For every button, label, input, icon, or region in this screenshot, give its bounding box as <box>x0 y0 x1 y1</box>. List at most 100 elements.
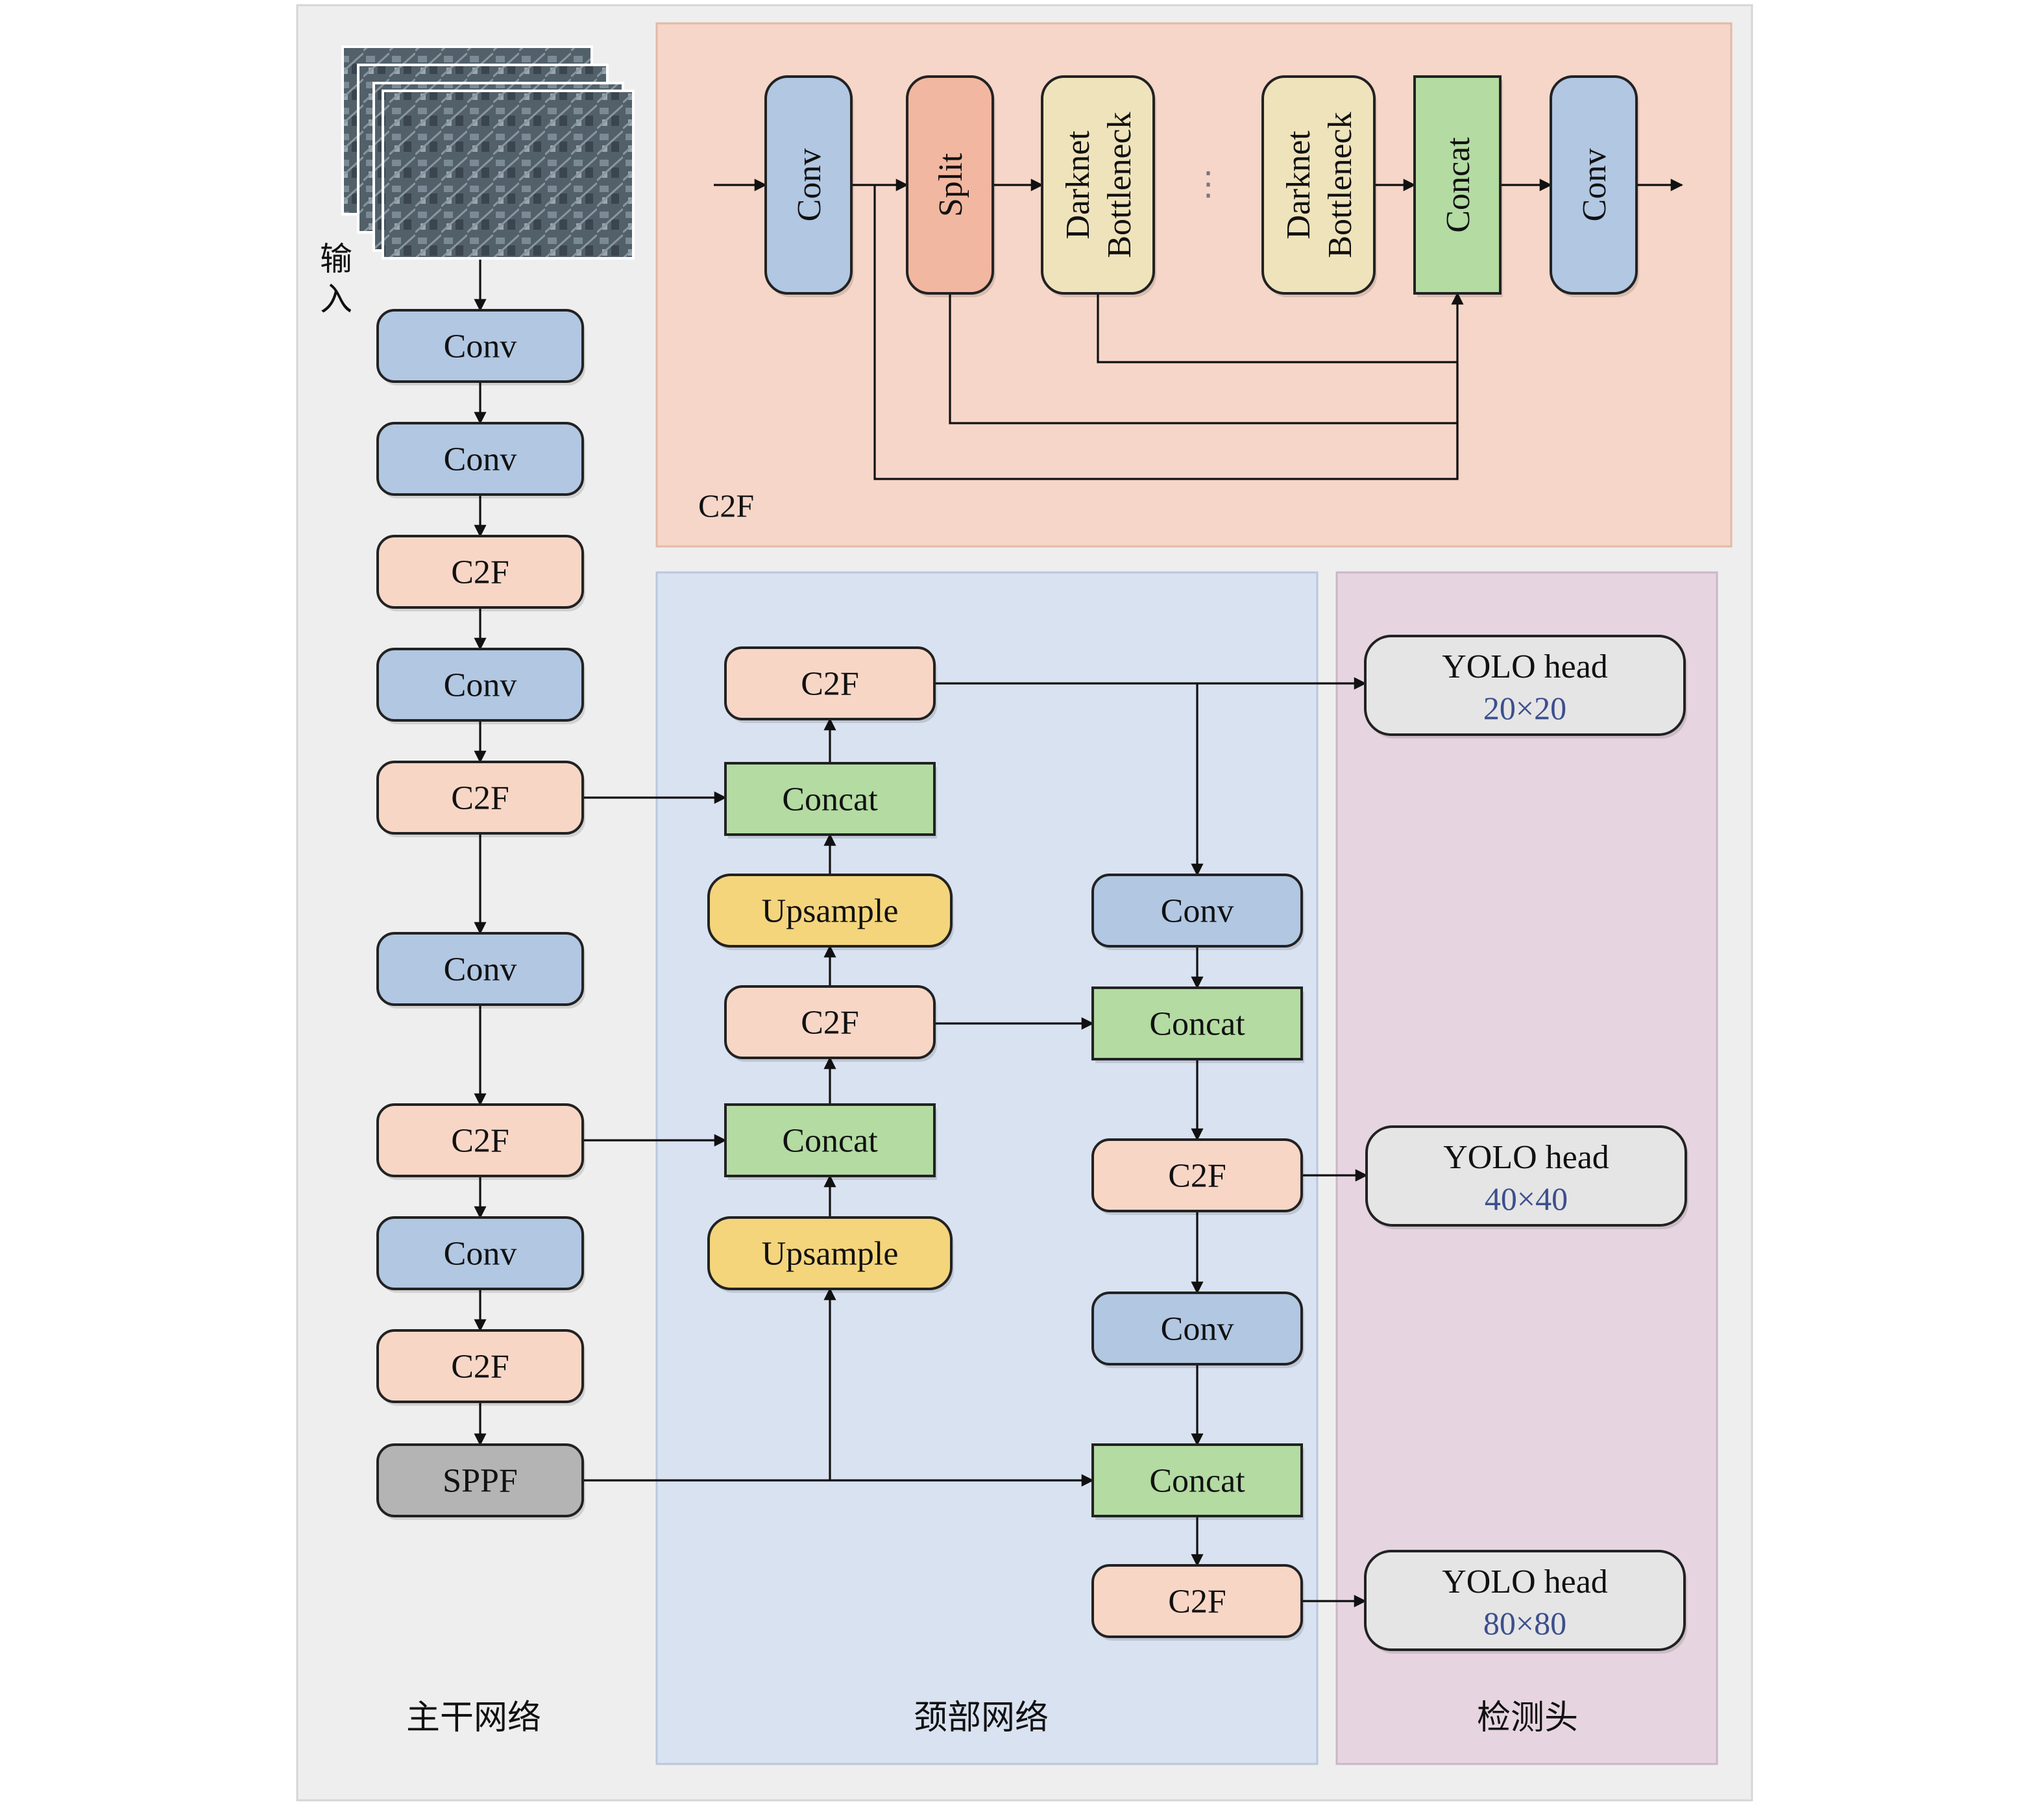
bb-c2f-1: C2F <box>376 535 585 611</box>
nk-concat-4: Concat <box>1091 1443 1304 1520</box>
bb-c2f-4-shape <box>376 1329 584 1403</box>
nk-conv-2-shape <box>1091 1292 1303 1365</box>
bb-conv-5: Conv <box>376 1216 585 1293</box>
head-1: YOLO head 20×20 <box>1364 635 1687 739</box>
nk-c2f-r1-label: C2F <box>1168 1158 1226 1195</box>
nk-c2f-top-shape <box>724 646 936 720</box>
input-image-stack <box>341 45 635 260</box>
nk-conv-1: Conv <box>1091 874 1304 950</box>
bb-conv-1: Conv <box>376 309 585 386</box>
bb-c2f-2: C2F <box>376 761 585 837</box>
nk-c2f-top-label: C2F <box>801 666 859 703</box>
nk-c2f-mid: C2F <box>724 985 937 1062</box>
head-3-size: 80×80 <box>1483 1605 1566 1641</box>
c2f-bottleneck-1-shape <box>1041 75 1155 295</box>
head-1-shape <box>1364 635 1686 736</box>
nk-upsample-1-label: Upsample <box>762 893 899 930</box>
nk-concat-3-label: Concat <box>1149 1006 1245 1043</box>
bb-conv-2-shape <box>376 422 584 496</box>
head-3-shape <box>1364 1550 1686 1651</box>
head-2-shape <box>1365 1125 1687 1227</box>
c2f-conv-out-label: Conv <box>1576 149 1613 222</box>
c2f-concat: Concat <box>1413 75 1503 297</box>
nk-c2f-r1: C2F <box>1091 1138 1304 1215</box>
nk-concat-4-label: Concat <box>1149 1463 1245 1500</box>
nk-concat-1-shape <box>724 762 936 836</box>
nk-c2f-r2-shape <box>1091 1564 1303 1638</box>
c2f-conv-in-shape <box>764 75 853 295</box>
input-label: 输入 <box>320 241 352 317</box>
bb-conv-4-shape <box>376 932 584 1006</box>
bb-c2f-2-shape <box>376 761 584 835</box>
bb-c2f-1-label: C2F <box>451 554 509 591</box>
bb-c2f-2-label: C2F <box>451 780 509 817</box>
bb-conv-5-shape <box>376 1216 584 1290</box>
c2f-concat-label: Concat <box>1440 137 1477 233</box>
nk-concat-1-label: Concat <box>782 781 878 818</box>
bb-c2f-4: C2F <box>376 1329 585 1406</box>
nk-concat-2-shape <box>724 1103 936 1177</box>
bb-conv-4-label: Conv <box>444 951 517 988</box>
bb-c2f-1-shape <box>376 535 584 609</box>
nk-upsample-1-shape <box>707 874 953 948</box>
nk-concat-3-shape <box>1091 986 1303 1060</box>
bb-conv-3-shape <box>376 648 584 722</box>
bb-sppf-shape <box>376 1443 584 1517</box>
bb-sppf-label: SPPF <box>443 1463 518 1500</box>
head-3: YOLO head 80×80 <box>1364 1550 1687 1654</box>
bb-c2f-3-label: C2F <box>451 1123 509 1160</box>
c2f-split: Split <box>906 75 995 297</box>
nk-conv-1-label: Conv <box>1161 893 1234 930</box>
nk-c2f-top: C2F <box>724 646 937 723</box>
nk-upsample-2-shape <box>707 1216 953 1290</box>
bb-conv-1-shape <box>376 309 584 383</box>
head-1-label: YOLO head <box>1442 648 1608 685</box>
nk-upsample-1: Upsample <box>707 874 954 950</box>
nk-conv-2-label: Conv <box>1161 1311 1234 1348</box>
bb-c2f-3-shape <box>376 1103 584 1177</box>
c2f-split-shape <box>906 75 994 295</box>
c2f-ellipsis: ⋮ <box>1192 165 1224 202</box>
c2f-conv-in-label: Conv <box>791 149 828 222</box>
c2f-conv-in: Conv <box>764 75 854 297</box>
bb-conv-5-label: Conv <box>444 1236 517 1273</box>
nk-c2f-mid-shape <box>724 985 936 1059</box>
head-2: YOLO head 40×40 <box>1365 1125 1688 1229</box>
backbone-label: 主干网络 <box>406 1700 541 1737</box>
nk-upsample-2-label: Upsample <box>762 1236 899 1273</box>
head-2-size: 40×40 <box>1485 1181 1568 1217</box>
head-3-label: YOLO head <box>1442 1563 1608 1600</box>
bb-c2f-4-label: C2F <box>451 1349 509 1386</box>
nk-concat-2: Concat <box>724 1103 937 1180</box>
nk-c2f-r2: C2F <box>1091 1564 1304 1641</box>
c2f-bottleneck-n-shape <box>1261 75 1376 295</box>
nk-conv-1-shape <box>1091 874 1303 948</box>
nk-concat-3: Concat <box>1091 986 1304 1063</box>
nk-concat-1: Concat <box>724 762 937 839</box>
c2f-conv-out: Conv <box>1550 75 1639 297</box>
bb-c2f-3: C2F <box>376 1103 585 1180</box>
nk-concat-2-label: Concat <box>782 1123 878 1160</box>
nk-c2f-r1-shape <box>1091 1138 1303 1212</box>
head-2-label: YOLO head <box>1443 1139 1609 1176</box>
c2f-concat-shape <box>1413 75 1502 295</box>
c2f-conv-out-shape <box>1550 75 1638 295</box>
c2f-split-label: Split <box>932 153 969 217</box>
head-1-size: 20×20 <box>1483 690 1566 726</box>
bb-conv-3-label: Conv <box>444 667 517 704</box>
c2f-detail-label: C2F <box>698 487 754 524</box>
nk-concat-4-shape <box>1091 1443 1303 1517</box>
nk-conv-2: Conv <box>1091 1292 1304 1368</box>
bb-conv-2-label: Conv <box>444 441 517 478</box>
head-label: 检测头 <box>1477 1700 1578 1737</box>
bb-conv-1-label: Conv <box>444 328 517 365</box>
bb-conv-3: Conv <box>376 648 585 724</box>
nk-upsample-2: Upsample <box>707 1216 954 1293</box>
bb-sppf: SPPF <box>376 1443 585 1520</box>
neck-label: 颈部网络 <box>914 1700 1049 1737</box>
